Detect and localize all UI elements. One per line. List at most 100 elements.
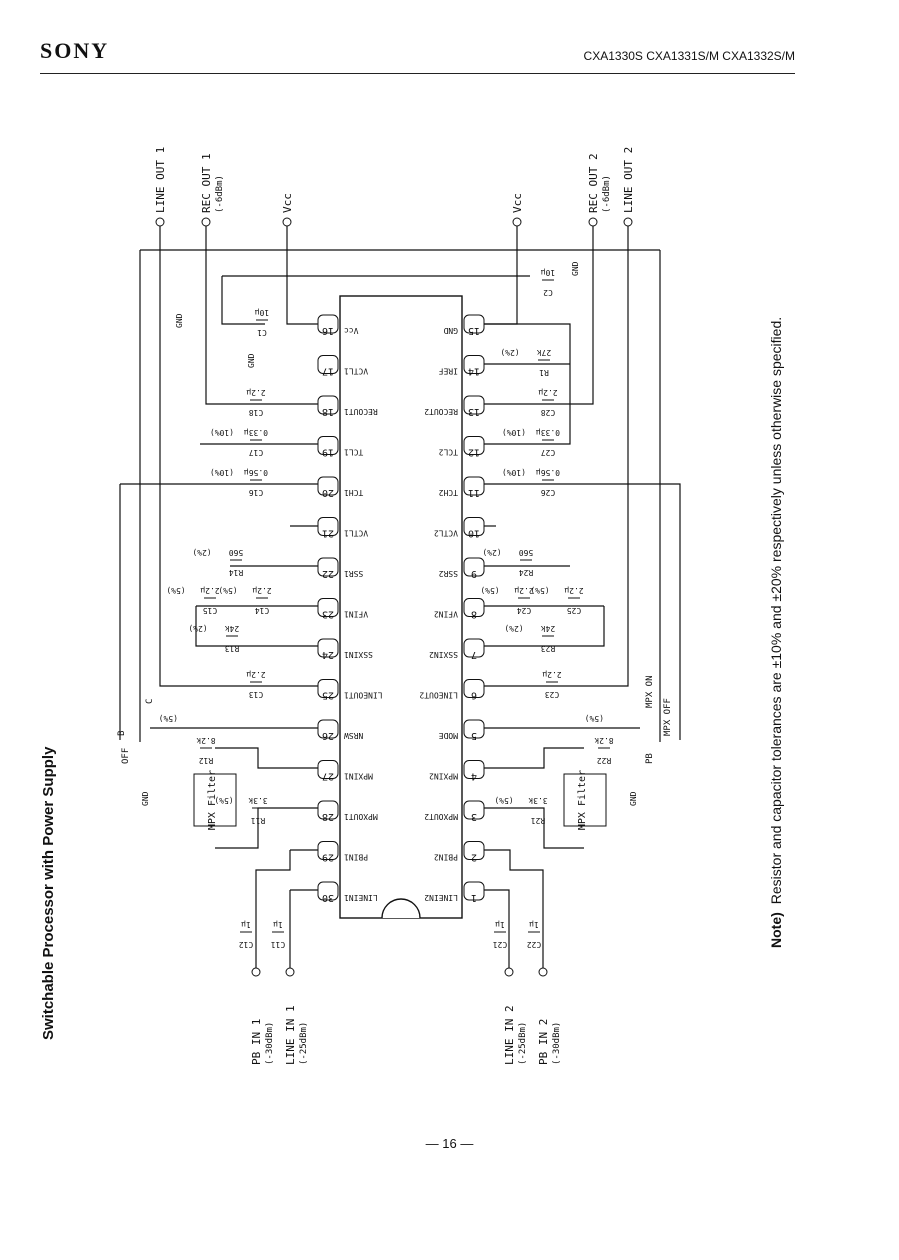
bottom-terminal [504,967,514,977]
component-ref: R24 [519,568,534,577]
pin-name-right: SSXIN2 [429,650,458,659]
pin-name-left: VCTL1 [344,529,368,538]
wire [484,606,605,647]
component-ref: C28 [541,408,556,417]
pin-name-left: Vcc [344,326,359,335]
switch-label-pb: PB [645,753,655,764]
component-tol: (2%) [504,624,523,633]
switch-tol-right: (5%) [585,714,604,723]
top-terminal-name: Vcc [511,193,524,213]
switch-label-mpx-on: MPX ON [645,675,655,708]
wire [286,226,318,325]
bottom-terminal-name: PB IN 2 [537,1019,550,1065]
pin-box-left [317,436,339,455]
component-value: 10μ [541,268,556,277]
pin-number-left: 30 [322,892,334,903]
component-value: 2.2μ [564,586,583,595]
wire [484,849,544,968]
pin-name-right: VCTL2 [434,529,458,538]
component-ref: R11 [251,816,266,825]
pin-number-left: 25 [322,690,334,701]
pin-box-right [463,800,485,820]
pin-box-left [317,719,339,739]
pin-box-right [463,841,485,860]
wire [484,226,518,325]
pin-number-right: 12 [468,447,480,458]
component-tol: (5%) [530,586,549,595]
component-value: 0.56μ [244,468,268,477]
pin-name-left: TCL1 [344,448,363,457]
component-ref: C2 [543,288,553,297]
top-terminal [282,217,292,227]
component-value: 2.2μ [246,388,265,397]
pin-number-right: 11 [468,487,480,498]
top-terminal-name: LINE OUT 2 [622,147,635,213]
component-value: 8.2k [196,736,215,745]
mpx-filter-left-label: MPX Filter [207,770,218,830]
pin-box-left [317,517,339,536]
pin-box-right [463,395,485,415]
pin-box-left [317,476,339,496]
pin-name-right: RECOUT2 [424,407,458,416]
component-value: 24k [225,624,240,633]
component-ref: C14 [255,606,270,615]
pin-name-left: SSR1 [344,569,363,578]
top-terminal [201,217,211,227]
ic-body [339,295,463,919]
pin-number-left: 23 [322,609,334,620]
switch-label-b: B [117,731,127,736]
wire [484,226,629,687]
bottom-terminal-level: (-30dBm) [265,1022,275,1065]
bottom-terminal-name: LINE IN 1 [284,1005,297,1065]
pin-name-left: VFIN1 [344,610,368,619]
component-value: 24k [541,624,556,633]
bottom-terminal-name: PB IN 1 [250,1019,263,1065]
pin-name-left: TCH1 [344,488,363,497]
pin-name-left: MPXIN1 [344,772,373,781]
component-ref: R13 [225,644,240,653]
mpx-filter-right-label: MPX Filter [577,770,588,830]
gnd-label: GND [629,791,638,806]
component-value: 3.3k [248,796,267,805]
pin-box-right [463,476,485,496]
component-value: 2.2μ [514,586,533,595]
component-ref: R12 [199,756,214,765]
component-ref: R1 [539,368,549,377]
component-ref: C16 [249,488,264,497]
switch-label-off: OFF [121,748,131,764]
component-ref: C25 [567,606,582,615]
bottom-terminal-name: LINE IN 2 [503,1005,516,1065]
pin-number-left: 19 [322,447,334,458]
wire [159,226,318,687]
top-terminal-name: REC OUT 1 [200,153,213,213]
pin-box-right [463,436,485,455]
component-tol: (10%) [502,468,526,477]
component-value: 1μ [273,920,283,929]
pin-box-right [463,314,485,334]
pin-name-right: PBIN2 [434,853,458,862]
pin-number-left: 17 [322,366,334,377]
component-ref: R23 [541,644,556,653]
component-value: 2.2μ [246,670,265,679]
pin-name-left: LINEOUT1 [344,691,383,700]
switch-tol-left: (5%) [159,714,178,723]
wire [484,364,571,445]
bottom-terminal-level: (-25dBm) [299,1022,309,1065]
pin-number-right: 4 [471,771,477,782]
gnd-label: GND [175,313,184,328]
pin-number-right: 7 [471,649,477,660]
pin-name-left: MPXOUT1 [344,812,378,821]
gnd-label: GND [247,353,256,368]
pin-name-right: MODE [439,731,458,740]
mpx-filter-right [563,773,607,827]
component-tol: (5%) [214,796,233,805]
component-tol: (10%) [210,428,234,437]
wire [255,850,291,968]
pin-name-left: RECOUT1 [344,407,378,416]
pin-box-left [317,557,339,577]
component-tol: (5%) [218,586,237,595]
pin-number-right: 2 [471,852,477,863]
component-ref: C17 [249,448,264,457]
